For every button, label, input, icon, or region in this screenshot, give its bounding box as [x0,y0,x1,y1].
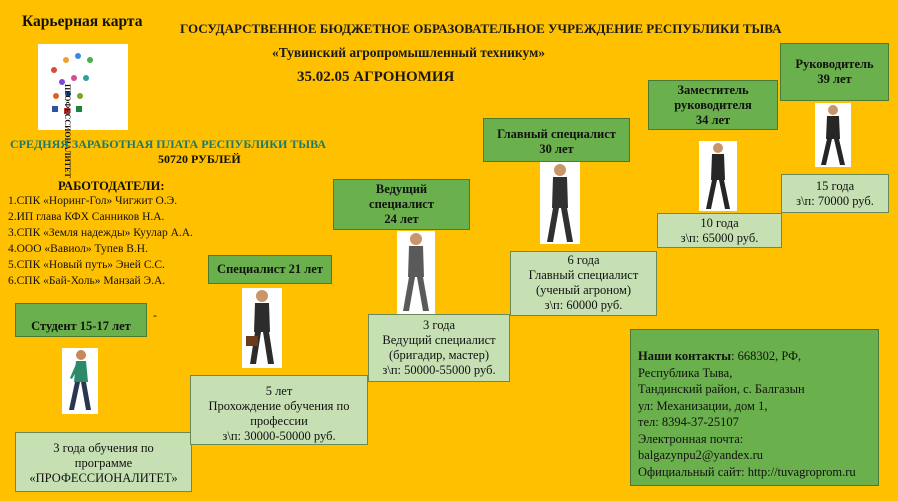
stage-lead-title-2: специалист [369,197,434,211]
step-chief-l4: з\п: 60000 руб. [544,298,623,312]
stage-chief-specialist: Главный специалист 30 лет [483,118,630,162]
stage-deputy-title-3: 34 лет [695,112,731,127]
contacts-website[interactable]: Официальный сайт: http://tuvagroprom.ru [638,464,856,479]
stage-specialist: Специалист 21 лет [208,255,332,284]
step-training-l2: программе [74,456,133,470]
stage-student: Студент 15-17 лет [15,303,147,337]
stage-specialist-title: Специалист 21 лет [217,262,323,276]
step-lead-l3: (бригадир, мастер) [388,348,490,362]
employer-item: 1.СПК «Норинг-Гол» Чигжит О.Э. [8,195,178,207]
step-training-l3: «ПРОФЕССИОНАЛИТЕТ» [29,471,178,485]
contacts-email-label: Электронная почта: [638,431,744,446]
step-lead-l4: з\п: 50000-55000 руб. [382,363,496,377]
step-training: 3 года обучения по программе «ПРОФЕССИОН… [15,432,192,492]
employer-item: 2.ИП глава КФХ Санников Н.А. [8,211,165,223]
stage-chief-title-1: Главный специалист [497,127,616,141]
header-specialty: 35.02.05 АГРОНОМИЯ [297,69,455,85]
step-head: 15 года з\п: 70000 руб. [781,174,889,213]
stage-lead-specialist: Ведущий специалист 24 лет [333,179,470,230]
stage-deputy-title-2: руководителя [674,97,752,112]
contacts-phone: тел: 8394-37-25107 [638,415,739,429]
step-lead-l1: 3 года [423,318,455,332]
step-training-l1: 3 года обучения по [53,441,154,455]
contacts-box: Наши контакты: 668302, РФ, Республика Ты… [630,329,879,486]
deputy-head-figure [699,141,737,211]
step-specialist-l3: профессии [250,414,308,428]
employer-item: 6.СПК «Бай-Холь» Манзай Э.А. [8,275,166,287]
step-specialist-l1: 5 лет [265,384,293,398]
contacts-label: Наши контакты [638,349,731,363]
header-institution: ГОСУДАРСТВЕННОЕ БЮДЖЕТНОЕ ОБРАЗОВАТЕЛЬНО… [180,21,782,36]
employers-title: РАБОТОДАТЕЛИ: [58,179,165,193]
contacts-postcode: : 668302, РФ, [731,349,802,363]
contacts-email[interactable]: balgazynpu2@yandex.ru [638,448,764,462]
logo-label: ПРОФЕССИОНАЛИТЕТ [63,84,72,178]
stage-head-title-1: Руководитель [795,57,874,71]
stage-lead-title-1: Ведущий [375,182,428,196]
logo-icon [51,53,93,114]
employers-list: 1.СПК «Норинг-Гол» Чигжит О.Э. 2.ИП глав… [8,193,193,289]
contacts-region: Республика Тыва, [638,365,733,380]
step-deputy-head: 10 года з\п: 65000 руб. [657,213,782,248]
student-figure [62,348,98,414]
dash-mark: - [153,308,157,322]
specialist-figure [242,288,282,368]
employer-item: 5.СПК «Новый путь» Эней С.С. [8,259,165,271]
employer-item: 4.ООО «Вавиол» Тупев В.Н. [8,243,148,255]
professionalitet-logo [38,44,128,130]
stage-head-title-2: 39 лет [817,72,852,86]
stage-deputy-title-1: Заместитель [677,82,749,97]
step-chief-specialist: 6 года Главный специалист (ученый агроно… [510,251,657,316]
stage-deputy-head: Заместитель руководителя 34 лет [648,80,778,130]
contacts-street: ул: Механизации, дом 1, [638,398,768,413]
step-specialist: 5 лет Прохождение обучения по профессии … [190,375,368,445]
step-lead-specialist: 3 года Ведущий специалист (бригадир, мас… [368,314,510,382]
step-head-l2: з\п: 70000 руб. [796,194,874,208]
stage-chief-title-2: 30 лет [539,142,574,156]
salary-value: 50720 РУБЛЕЙ [158,152,241,166]
stage-student-title: Студент 15-17 лет [31,318,131,333]
lead-specialist-figure [397,231,435,314]
head-figure [815,103,851,167]
stage-head: Руководитель 39 лет [780,43,889,101]
step-deputy-l2: з\п: 65000 руб. [680,231,759,245]
page-title: Карьерная карта [22,13,143,30]
step-head-l1: 15 года [815,179,855,193]
chief-specialist-figure [540,162,580,244]
step-specialist-l2: Прохождение обучения по [208,399,350,413]
employer-item: 3.СПК «Земля надежды» Куулар А.А. [8,227,193,239]
step-specialist-l4: з\п: 30000-50000 руб. [222,429,336,443]
stage-lead-title-3: 24 лет [384,212,419,226]
salary-title: СРЕДНЯЯ ЗАРАБОТНАЯ ПЛАТА РЕСПУБЛИКИ ТЫВА [10,137,326,151]
step-chief-l3: (ученый агроном) [535,283,632,297]
step-deputy-l1: 10 года [700,216,739,230]
step-chief-l2: Главный специалист [528,268,639,282]
step-lead-l2: Ведущий специалист [382,333,496,347]
header-college-name: «Тувинский агропромышленный техникум» [272,45,546,60]
contacts-district: Тандинский район, с. Балгазын [638,382,805,396]
step-chief-l1: 6 года [567,253,600,267]
